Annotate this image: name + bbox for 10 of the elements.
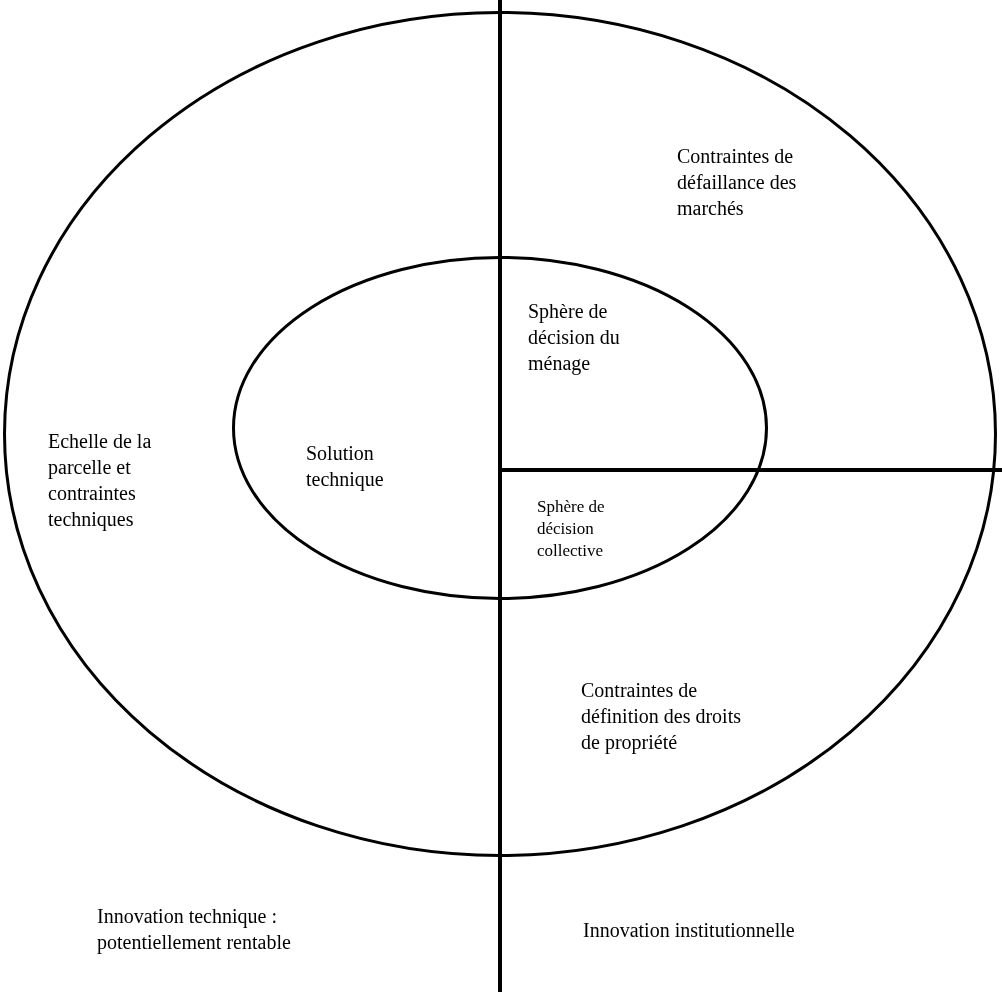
region-label: Sphère de décision collective: [537, 496, 606, 563]
caption-label: Innovation institutionnelle: [583, 918, 796, 943]
region-label: Echelle de la parcelle et contraintes techniques: [48, 429, 153, 532]
region-label: Contraintes de définition des droits de propriété: [581, 678, 742, 755]
inner-ellipse: [232, 256, 768, 600]
caption-label: Innovation technique : potentiellement rentable: [97, 904, 292, 955]
region-label: Contraintes de défaillance des marchés: [677, 144, 798, 221]
region-label: Solution technique: [306, 441, 385, 492]
outer-ellipse: [3, 11, 997, 857]
region-label: Sphère de décision du ménage: [528, 299, 621, 376]
